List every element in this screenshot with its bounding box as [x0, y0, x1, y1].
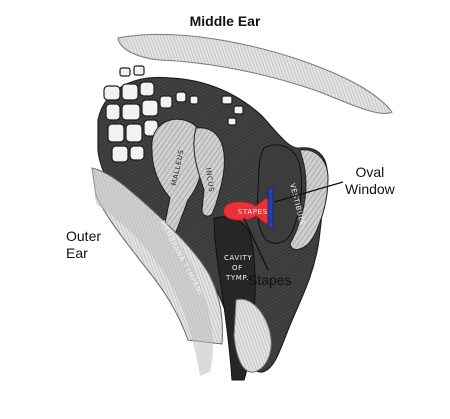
oval-window-label-line1: Oval [355, 164, 385, 180]
diagram-title: Middle Ear [189, 13, 261, 29]
malleus-bone [151, 118, 205, 236]
incus-bone [193, 127, 225, 217]
cavity-engraved-label-2: OF [232, 264, 243, 272]
outer-ear-label-line1: Outer [66, 228, 102, 244]
stapes-leader [243, 217, 269, 271]
oval-window-label-line2: Window [345, 181, 395, 197]
stapes-bone [223, 197, 271, 225]
temporal-bone-band [117, 33, 393, 114]
cavity-engraved-label-3: TYMP. [225, 274, 249, 282]
incus-engraved-label: INCUS [204, 167, 215, 193]
oval-window-leader [273, 181, 344, 203]
cavity-engraved-label-1: CAVITY [224, 254, 252, 262]
vestibule-outer [289, 149, 329, 251]
stapes-label: Stapes [248, 272, 292, 288]
outer-ear-label: Outer Ear [66, 228, 101, 262]
mastoid-air-cells [103, 65, 244, 163]
stapes-engraved-label: STAPES [238, 208, 268, 216]
lower-bone-process [233, 298, 272, 373]
oval-window [267, 187, 274, 229]
oval-window-label: Oval Window [345, 164, 395, 198]
outer-ear-label-line2: Ear [66, 245, 88, 261]
external-canal-wall [92, 168, 213, 376]
